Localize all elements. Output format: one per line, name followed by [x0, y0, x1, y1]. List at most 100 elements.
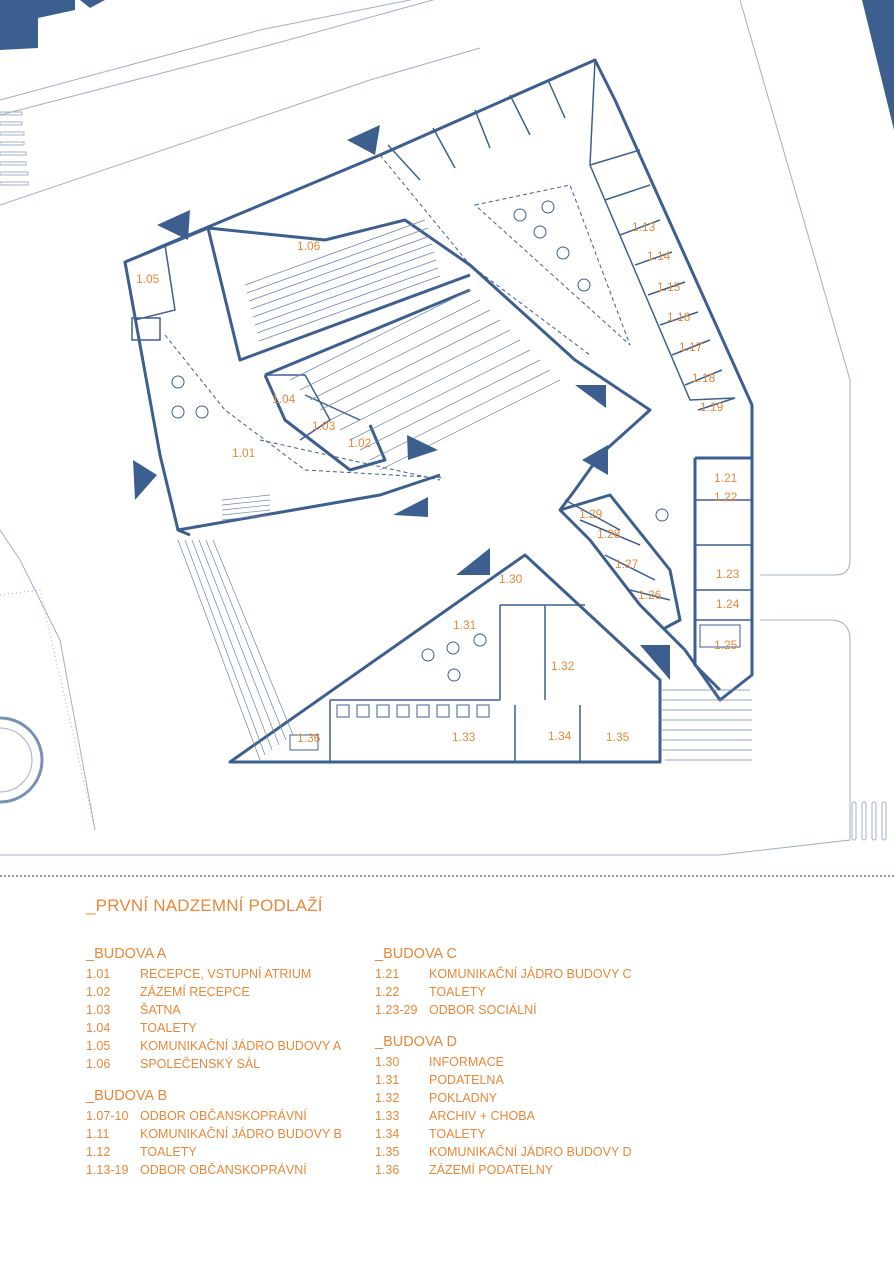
room-label: 1.26	[638, 588, 662, 602]
room-label: 1.35	[606, 730, 630, 744]
legend-row: 1.12 TOALETY	[86, 1143, 356, 1161]
legend-row: 1.11 KOMUNIKAČNÍ JÁDRO BUDOVY B	[86, 1125, 356, 1143]
legend-row: 1.07-10 ODBOR OBČANSKOPRÁVNÍ	[86, 1107, 356, 1125]
legend-row: 1.04 TOALETY	[86, 1019, 356, 1037]
room-number: 1.31	[375, 1073, 400, 1087]
room-number: 1.01	[86, 967, 111, 981]
room-name: PODATELNA	[429, 1073, 504, 1087]
room-name: ODBOR OBČANSKOPRÁVNÍ	[140, 1109, 307, 1123]
room-label: 1.18	[692, 371, 716, 385]
room-label: 1.21	[714, 471, 738, 485]
legend-column-left: _BUDOVA A 1.01 RECEPCE, VSTUPNÍ ATRIUM 1.…	[86, 945, 356, 1193]
room-label: 1.17	[679, 340, 703, 354]
room-name: ŠATNA	[140, 1003, 181, 1017]
room-number: 1.07-10	[86, 1109, 129, 1123]
circulation-lines	[164, 154, 631, 481]
room-label: 1.24	[716, 597, 740, 611]
legend-row: 1.01 RECEPCE, VSTUPNÍ ATRIUM	[86, 965, 356, 983]
legend-row: 1.22 TOALETY	[375, 983, 675, 1001]
room-number: 1.13-19	[86, 1163, 129, 1177]
legend-row: 1.06 SPOLEČENSKÝ SÁL	[86, 1055, 356, 1073]
room-label: 1.27	[615, 557, 639, 571]
room-label: 1.14	[647, 249, 671, 263]
room-name: TOALETY	[140, 1021, 197, 1035]
room-name: TOALETY	[429, 985, 486, 999]
room-name: ZÁZEMÍ RECEPCE	[140, 985, 250, 999]
room-label: 1.36	[297, 731, 321, 745]
room-name: RECEPCE, VSTUPNÍ ATRIUM	[140, 967, 312, 981]
neighbouring-buildings	[0, 0, 894, 130]
floor-plan-drawing: 1.01 1.02 1.03 1.04 1.05 1.06 1.13 1.14 …	[0, 0, 894, 856]
room-label: 1.34	[548, 729, 572, 743]
entrance-markers	[133, 125, 670, 680]
room-number: 1.06	[86, 1057, 111, 1071]
room-name: ODBOR SOCIÁLNÍ	[429, 1003, 537, 1017]
room-label: 1.16	[667, 310, 691, 324]
room-number: 1.36	[375, 1163, 400, 1177]
legend-row: 1.34 TOALETY	[375, 1125, 675, 1143]
room-number: 1.04	[86, 1021, 111, 1035]
room-name: ZÁZEMÍ PODATELNY	[429, 1163, 554, 1177]
auditorium-seating	[244, 219, 441, 342]
legend-group-budova-a: _BUDOVA A 1.01 RECEPCE, VSTUPNÍ ATRIUM 1.…	[86, 945, 356, 1073]
building-walls	[123, 58, 754, 764]
room-number: 1.30	[375, 1055, 400, 1069]
legend-heading: _BUDOVA A	[86, 946, 167, 962]
room-number: 1.11	[86, 1127, 110, 1141]
interior-partitions	[124, 59, 752, 763]
room-name: KOMUNIKAČNÍ JÁDRO BUDOVY A	[140, 1039, 342, 1053]
room-label: 1.25	[714, 638, 738, 652]
room-number: 1.21	[375, 967, 400, 981]
legend-row: 1.03 ŠATNA	[86, 1001, 356, 1019]
legend-row: 1.36 ZÁZEMÍ PODATELNY	[375, 1161, 675, 1179]
room-name: ARCHIV + CHOBA	[429, 1109, 535, 1123]
room-label: 1.28	[597, 527, 621, 541]
room-label: 1.06	[297, 239, 321, 253]
room-number: 1.35	[375, 1145, 400, 1159]
room-label: 1.05	[136, 272, 160, 286]
page-title: _PRVNÍ NADZEMNÍ PODLAŽÍ	[86, 896, 323, 915]
section-divider	[0, 875, 894, 877]
room-number: 1.03	[86, 1003, 111, 1017]
room-label: 1.02	[348, 436, 372, 450]
room-name: KOMUNIKAČNÍ JÁDRO BUDOVY B	[140, 1127, 342, 1141]
legend-heading: _BUDOVA D	[375, 1034, 457, 1050]
legend-row: 1.33 ARCHIV + CHOBA	[375, 1107, 675, 1125]
room-number: 1.23-29	[375, 1003, 418, 1017]
legend-row: 1.31 PODATELNA	[375, 1071, 675, 1089]
room-name: TOALETY	[140, 1145, 197, 1159]
room-label: 1.01	[232, 446, 256, 460]
room-name: KOMUNIKAČNÍ JÁDRO BUDOVY D	[429, 1145, 632, 1159]
room-number: 1.33	[375, 1109, 400, 1123]
legend-heading: _BUDOVA C	[375, 946, 457, 962]
room-label: 1.33	[452, 730, 476, 744]
room-labels: 1.01 1.02 1.03 1.04 1.05 1.06 1.13 1.14 …	[136, 220, 740, 745]
room-label: 1.31	[453, 618, 477, 632]
room-name: SPOLEČENSKÝ SÁL	[140, 1057, 261, 1071]
room-number: 1.12	[86, 1145, 111, 1159]
room-name: ODBOR OBČANSKOPRÁVNÍ	[140, 1163, 307, 1177]
furniture-tables	[171, 200, 741, 751]
room-label: 1.04	[272, 392, 296, 406]
room-label: 1.30	[499, 572, 523, 586]
room-name: POKLADNY	[429, 1091, 498, 1105]
room-label: 1.19	[700, 400, 724, 414]
room-number: 1.22	[375, 985, 400, 999]
legend-row: 1.13-19 ODBOR OBČANSKOPRÁVNÍ	[86, 1161, 356, 1179]
legend-row: 1.23-29 ODBOR SOCIÁLNÍ	[375, 1001, 675, 1019]
room-number: 1.02	[86, 985, 111, 999]
room-name: TOALETY	[429, 1127, 486, 1141]
room-number: 1.34	[375, 1127, 400, 1141]
legend-row: 1.02 ZÁZEMÍ RECEPCE	[86, 983, 356, 1001]
site-context	[0, 0, 851, 856]
street-markings	[0, 111, 887, 841]
room-label: 1.13	[632, 220, 656, 234]
